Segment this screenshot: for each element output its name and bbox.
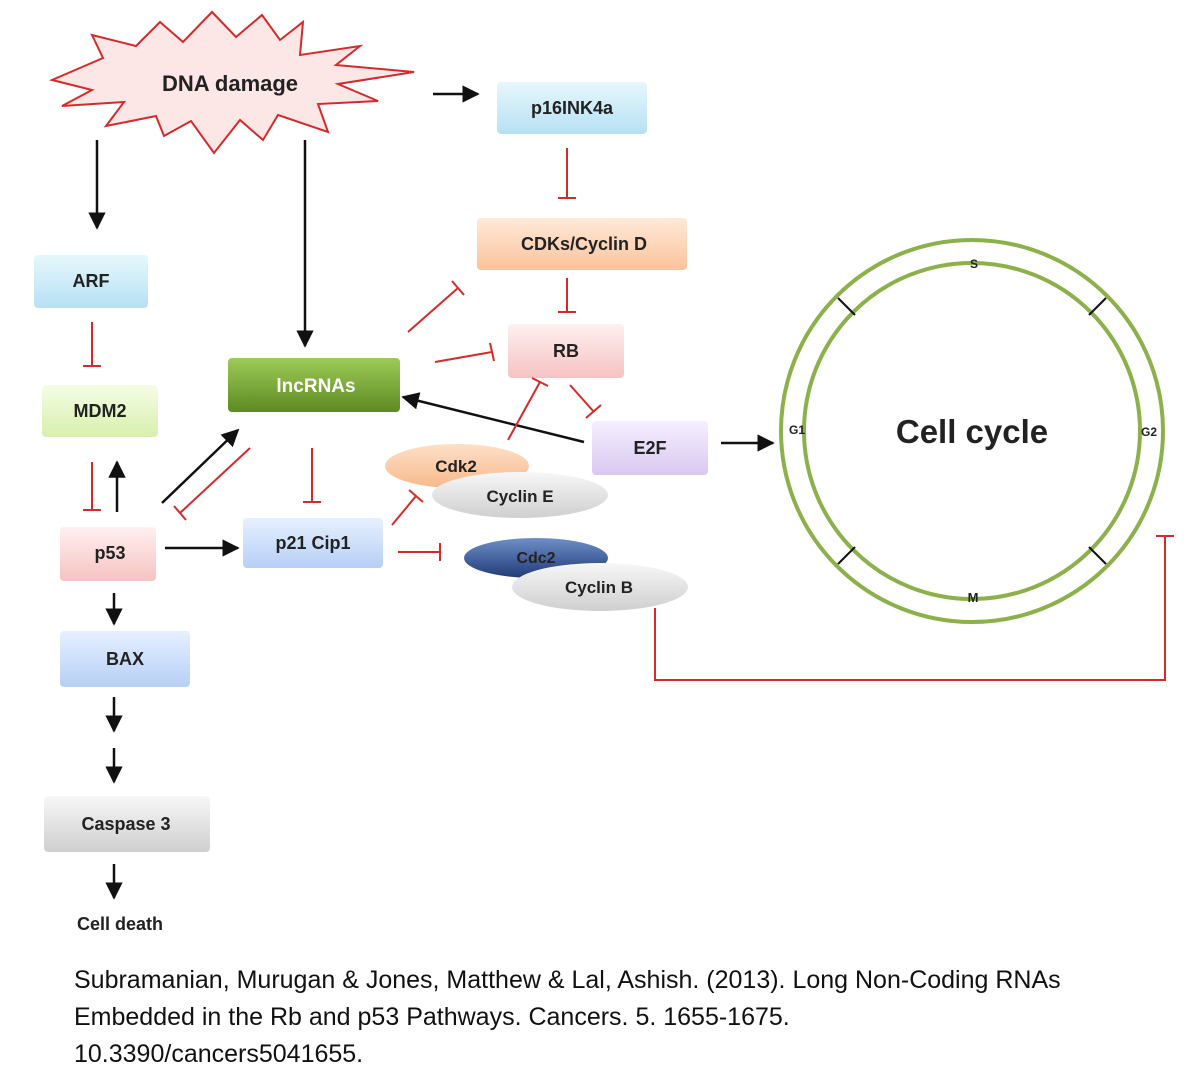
node-mdm2: MDM2	[42, 385, 158, 437]
cell-cycle: Cell cycle S G1 G2 M	[779, 238, 1165, 624]
cdk2-label: Cdk2	[435, 457, 477, 476]
node-cdks-cyclin-d: CDKs/Cyclin D	[477, 218, 687, 270]
node-lncrnas: lncRNAs	[228, 358, 400, 412]
inhibit-p21-to-cdk2	[391, 489, 424, 526]
node-rb: RB	[508, 324, 624, 378]
inhibit-rb-to-e2f	[569, 384, 602, 419]
phase-label-g1: G1	[789, 423, 805, 437]
node-bax: BAX	[60, 631, 190, 687]
p53-label: p53	[94, 543, 125, 563]
arf-box	[34, 255, 148, 308]
p21-cip1-box	[243, 518, 383, 568]
cell-cycle-title: Cell cycle	[896, 413, 1048, 450]
cyclin-e-oval	[432, 472, 608, 518]
cell-death-label: Cell death	[77, 914, 163, 934]
arrow-p53-to-lncrnas	[161, 428, 240, 504]
inhibition-lines	[83, 148, 1174, 681]
mdm2-box	[42, 385, 158, 437]
inhibit-mdm2-to-p53	[83, 462, 101, 511]
bax-box	[60, 631, 190, 687]
inhibit-cdk2-to-rb	[507, 377, 549, 441]
inhibit-arf-to-mdm2	[83, 322, 101, 367]
caspase-3-label: Caspase 3	[81, 814, 170, 834]
inhibit-cyclin-b-to-cell-cycle	[654, 535, 1174, 681]
inhibit-p16-to-cdks	[558, 148, 576, 199]
dna-damage-node: DNA damage	[48, 10, 415, 155]
citation-line-3: 10.3390/cancers5041655.	[74, 1040, 364, 1068]
citation-line-2: Embedded in the Rb and p53 Pathways. Can…	[74, 1003, 790, 1031]
node-caspase-3: Caspase 3	[44, 796, 210, 852]
rb-box	[508, 324, 624, 378]
node-arf: ARF	[34, 255, 148, 308]
inhibit-p21-to-cdc2	[398, 543, 441, 561]
pathway-diagram: Cell cycle S G1 G2 M DNA damage p16INK4a…	[34, 10, 1174, 934]
cyclin-b-oval	[512, 563, 688, 611]
cell-cycle-phase-ticks	[837, 297, 1107, 565]
inhibit-lncrnas-to-p21	[303, 448, 321, 503]
node-e2f: E2F	[592, 421, 708, 475]
phase-label-s: S	[970, 257, 978, 271]
p16ink4a-box	[497, 82, 647, 134]
cyclin-b-label: Cyclin B	[565, 578, 633, 597]
inhibit-lncrnas-to-p53	[173, 447, 251, 521]
complex-cdc2-cyclin-b: Cdc2 Cyclin B	[464, 538, 688, 611]
phase-label-g2: G2	[1141, 425, 1157, 439]
citation: Subramanian, Murugan & Jones, Matthew & …	[74, 962, 1184, 1073]
phase-label-m: M	[968, 590, 979, 605]
cell-cycle-outer-ring	[779, 238, 1165, 624]
arrow-e2f-to-lncrnas	[401, 392, 585, 444]
e2f-box	[592, 421, 708, 475]
cdks-cyclin-d-label: CDKs/Cyclin D	[521, 234, 647, 254]
inhibit-lncrnas-to-rb	[434, 342, 495, 363]
rb-label: RB	[553, 341, 579, 361]
p53-box	[60, 527, 156, 581]
e2f-label: E2F	[633, 438, 666, 458]
node-p16ink4a: p16INK4a	[497, 82, 647, 134]
complex-cdk2-cyclin-e: Cdk2 Cyclin E	[385, 444, 608, 518]
cdks-cyclin-d-box	[477, 218, 687, 270]
bax-label: BAX	[106, 649, 144, 669]
mdm2-label: MDM2	[74, 401, 127, 421]
dna-damage-burst	[48, 10, 415, 155]
citation-line-1: Subramanian, Murugan & Jones, Matthew & …	[74, 966, 1061, 994]
cdc2-label: Cdc2	[516, 550, 555, 567]
arf-label: ARF	[73, 271, 110, 291]
inhibit-lncrnas-to-cdks	[407, 280, 465, 333]
p21-cip1-label: p21 Cip1	[275, 533, 350, 553]
caspase-3-box	[44, 796, 210, 852]
p16ink4a-label: p16INK4a	[531, 98, 614, 118]
dna-damage-label: DNA damage	[162, 71, 298, 96]
cyclin-e-label: Cyclin E	[486, 487, 553, 506]
node-p53: p53	[60, 527, 156, 581]
inhibit-cdks-to-rb	[558, 278, 576, 313]
activation-arrows	[88, 85, 775, 900]
lncrnas-box	[228, 358, 400, 412]
node-p21-cip1: p21 Cip1	[243, 518, 383, 568]
cell-cycle-inner-ring	[802, 261, 1142, 601]
lncrnas-label: lncRNAs	[276, 376, 355, 397]
